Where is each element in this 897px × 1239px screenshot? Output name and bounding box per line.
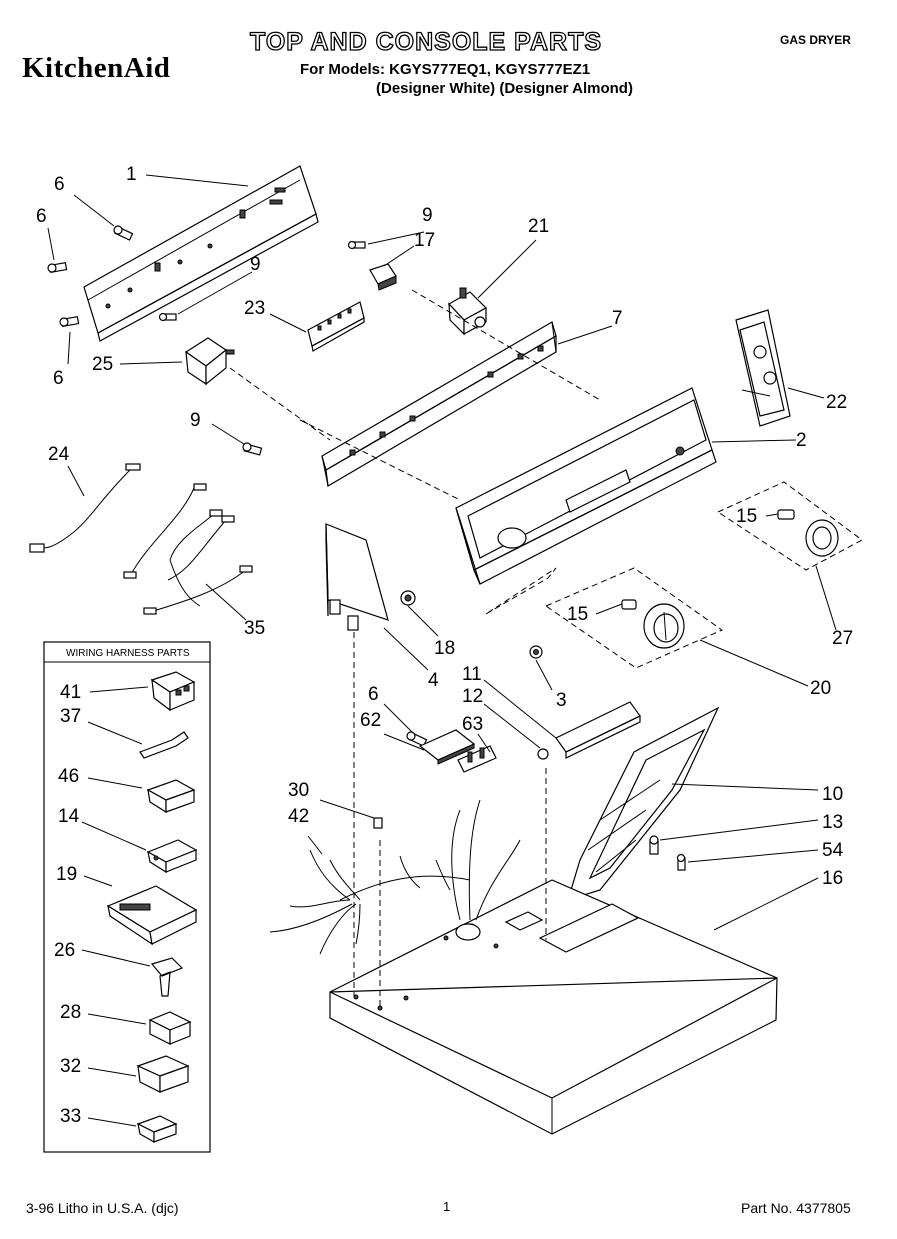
- callout-35: 35: [244, 618, 265, 639]
- footer-page-number: 1: [443, 1199, 451, 1214]
- page-title: TOP AND CONSOLE PARTS: [249, 27, 603, 56]
- part-63-terminal-block: [457, 745, 497, 773]
- callout-62: 62: [360, 710, 381, 731]
- part-22-bracket: [735, 309, 791, 427]
- callout-9b: 9: [250, 254, 261, 275]
- part-6-screw-c: [59, 315, 80, 328]
- part-13-screw: [649, 835, 659, 855]
- callout-25: 25: [92, 354, 113, 375]
- part-33-connector: [136, 1115, 178, 1144]
- part-19-connector-block: [106, 885, 198, 946]
- model-numbers: For Models: KGYS777EQ1, KGYS777EZ1: [300, 61, 591, 78]
- part-9-screw-a: [347, 240, 366, 250]
- part-41-connector: [150, 671, 196, 712]
- callout-9a: 9: [422, 205, 433, 226]
- callout-41: 41: [60, 682, 81, 703]
- part-37-terminal: [139, 731, 189, 759]
- callout-27: 27: [832, 628, 853, 649]
- callout-6c: 6: [53, 368, 64, 389]
- callout-26: 26: [54, 940, 75, 961]
- part-14-connector: [146, 839, 198, 874]
- callout-46: 46: [58, 766, 79, 787]
- callout-30: 30: [288, 780, 309, 801]
- part-35-harness: [123, 483, 253, 615]
- callout-labels: 1 6 6 6 9 17 21 9 23 7 25 22 9 2 24 15 3…: [36, 164, 853, 889]
- part-7-console-bracket: [321, 321, 557, 487]
- part-28-connector: [148, 1011, 192, 1045]
- callout-15b: 15: [567, 604, 588, 625]
- part-2-console-panel: [455, 387, 717, 585]
- part-1-rear-plate: [83, 165, 319, 342]
- legend-title: WIRING HARNESS PARTS: [66, 648, 190, 659]
- callout-4: 4: [428, 670, 439, 691]
- callout-28: 28: [60, 1002, 81, 1023]
- callout-19: 19: [56, 864, 77, 885]
- part-15-knob-stem-a: [777, 509, 795, 520]
- callout-15a: 15: [736, 506, 757, 527]
- wiring-harness-legend: WIRING HARNESS PARTS: [43, 641, 211, 1153]
- part-20-knob: [643, 603, 685, 649]
- callout-16: 16: [822, 868, 843, 889]
- part-62-shield: [418, 729, 476, 765]
- callout-6d: 6: [368, 684, 379, 705]
- callout-37: 37: [60, 706, 81, 727]
- callout-14: 14: [58, 806, 80, 827]
- callout-54: 54: [822, 840, 844, 861]
- callout-22: 22: [826, 392, 847, 413]
- part-6-screw-a: [113, 225, 134, 241]
- callout-1: 1: [126, 164, 137, 185]
- callout-2: 2: [796, 430, 807, 451]
- part-30-clip: [373, 817, 383, 829]
- part-9-screw-b: [158, 312, 177, 322]
- callout-21: 21: [528, 216, 549, 237]
- callout-11: 11: [462, 664, 482, 685]
- part-25-switch: [184, 337, 235, 386]
- part-46-connector: [146, 779, 196, 814]
- part-3-screw: [529, 645, 543, 659]
- part-6-screw-b: [47, 261, 68, 274]
- model-variants: (Designer White) (Designer Almond): [376, 80, 633, 97]
- callout-20: 20: [810, 678, 831, 699]
- brand-logo: KitchenAid: [22, 52, 171, 84]
- callout-63: 63: [462, 714, 483, 735]
- part-17-connector: [369, 263, 397, 291]
- part-23-control-board: [307, 301, 365, 352]
- part-42-main-harness: [269, 799, 521, 955]
- part-4-end-cap: [325, 523, 389, 631]
- callout-23: 23: [244, 298, 265, 319]
- callout-6a: 6: [54, 174, 65, 195]
- callout-10: 10: [822, 784, 843, 805]
- callout-7: 7: [612, 308, 623, 329]
- callout-9c: 9: [190, 410, 201, 431]
- part-21-timer: [448, 287, 487, 336]
- part-9-screw-c: [242, 442, 263, 456]
- part-32-connector: [136, 1055, 190, 1093]
- part-16-top-panel: [329, 879, 778, 1135]
- callout-leaders: [47, 174, 837, 931]
- part-27-knob: [805, 519, 839, 557]
- callout-6b: 6: [36, 206, 47, 227]
- callout-17: 17: [414, 230, 435, 251]
- part-11-lint-filter: [555, 701, 641, 759]
- callout-32: 32: [60, 1056, 81, 1077]
- footer-part-number: Part No. 4377805: [741, 1200, 851, 1216]
- part-54-screw: [676, 853, 686, 871]
- part-24-wire: [29, 463, 141, 553]
- callout-3: 3: [556, 690, 567, 711]
- callout-24: 24: [48, 444, 70, 465]
- callout-12: 12: [462, 686, 483, 707]
- callout-42: 42: [288, 806, 309, 827]
- part-10-lint-duct: [567, 706, 720, 901]
- callout-33: 33: [60, 1106, 81, 1127]
- part-26-clip: [150, 957, 184, 997]
- product-type: GAS DRYER: [780, 33, 851, 47]
- callout-18: 18: [434, 638, 455, 659]
- callout-13: 13: [822, 812, 843, 833]
- footer-litho: 3-96 Litho in U.S.A. (djc): [26, 1200, 179, 1216]
- part-12-clip: [537, 748, 549, 760]
- part-18-clip: [400, 590, 416, 606]
- part-6-screw-d: [406, 731, 428, 747]
- part-15-knob-stem-b: [621, 599, 637, 610]
